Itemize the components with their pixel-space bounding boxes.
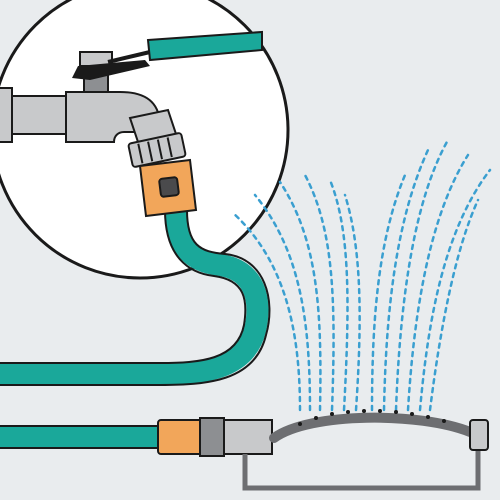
tap-lever-grip bbox=[146, 30, 263, 62]
wall-flange bbox=[0, 87, 13, 143]
spray-jet bbox=[230, 210, 302, 412]
sprinkler-frame bbox=[242, 432, 481, 491]
spray-jet bbox=[343, 193, 361, 412]
garden-hose-upper bbox=[0, 209, 269, 385]
connector-window bbox=[158, 176, 180, 198]
water-spray bbox=[230, 138, 492, 412]
sprinkler-end-cap bbox=[469, 419, 489, 451]
spray-jet bbox=[418, 168, 492, 412]
spray-jet bbox=[382, 148, 430, 412]
tap-pipe bbox=[11, 95, 71, 135]
sprinkler-nozzles bbox=[298, 409, 446, 426]
tap-handle bbox=[72, 60, 150, 80]
tap-lever bbox=[107, 50, 151, 64]
tap-coupling-nut bbox=[127, 132, 187, 168]
spray-jet bbox=[253, 193, 312, 412]
spray-jet bbox=[370, 173, 407, 412]
spray-jet bbox=[328, 178, 349, 412]
sprinkler-connector-nut bbox=[199, 417, 225, 457]
spray-jet bbox=[428, 198, 480, 412]
sprinkler-inlet bbox=[223, 419, 273, 455]
spray-jet bbox=[303, 173, 335, 412]
coupling-grip-lines bbox=[137, 137, 173, 164]
sprinkler-spray-bar bbox=[269, 412, 475, 443]
garden-hose-lower bbox=[0, 426, 160, 448]
spray-jet bbox=[406, 153, 470, 412]
garden-hose-upper-edge bbox=[0, 209, 247, 364]
garden-hose-upper-edge bbox=[0, 209, 271, 386]
spray-jet bbox=[278, 180, 322, 412]
sprinkler-connector bbox=[157, 419, 203, 455]
spray-jet bbox=[394, 138, 450, 412]
